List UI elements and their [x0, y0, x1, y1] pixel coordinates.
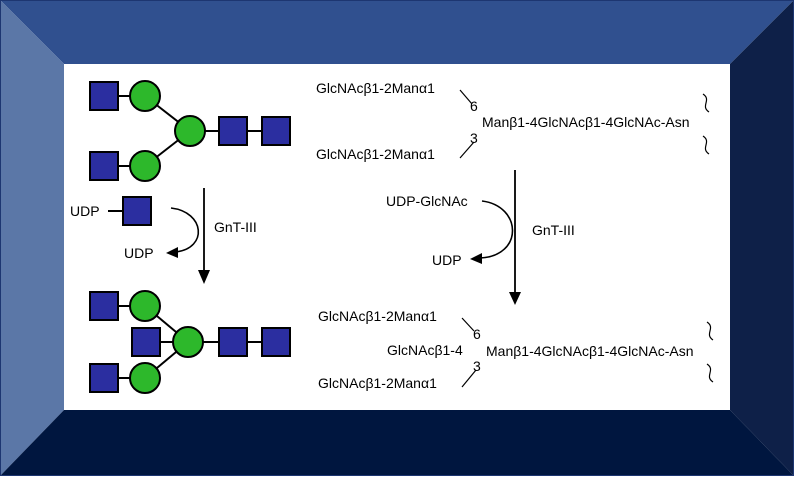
donor-label: UDP-GlcNAc: [386, 193, 468, 209]
arrowhead: [470, 253, 482, 264]
glcnac-square: [89, 363, 119, 393]
udp-donor-label: UDP: [70, 203, 100, 219]
glcnac-square: [261, 327, 291, 357]
glcnac-square: [122, 196, 152, 226]
bottom-core-chain: Manβ1-4GlcNAcβ1-4GlcNAc-Asn: [486, 343, 694, 359]
mannose-circle: [129, 362, 161, 394]
curved-arrow: [479, 200, 514, 259]
position-6-label: 6: [470, 98, 478, 114]
glcnac-square: [89, 151, 119, 181]
bottom-glycan-symbols: [89, 290, 291, 394]
position-3-label: 3: [473, 358, 481, 374]
protein-backbone-squiggle: [706, 363, 714, 383]
udp-label: UDP: [432, 252, 462, 268]
frame-right-bevel: [730, 0, 794, 476]
arrowhead: [166, 247, 178, 258]
glcnac-square: [89, 291, 119, 321]
glcnac-square: [261, 116, 291, 146]
udp-product-label: UDP: [124, 245, 154, 261]
frame-top-bevel: [0, 0, 794, 64]
linkage-line: [459, 141, 475, 159]
mannose-circle: [172, 326, 204, 358]
bottom-branch-upper: GlcNAcβ1-2Manα1: [318, 308, 437, 324]
bottom-bisect: GlcNAcβ1-4: [387, 342, 463, 358]
protein-backbone-squiggle: [702, 93, 710, 113]
mannose-circle: [129, 290, 161, 322]
mannose-circle: [174, 115, 206, 147]
bisecting-glcnac-square: [131, 327, 161, 357]
mannose-circle: [129, 80, 161, 112]
glcnac-square: [218, 116, 248, 146]
frame-left-bevel: [0, 0, 64, 476]
glcnac-square: [218, 327, 248, 357]
enzyme-label: GnT-III: [214, 219, 257, 235]
linkage-line: [461, 369, 477, 388]
bottom-branch-lower: GlcNAcβ1-2Manα1: [318, 375, 437, 391]
top-branch-lower: GlcNAcβ1-2Manα1: [316, 146, 435, 162]
mannose-circle: [129, 150, 161, 182]
enzyme-label: GnT-III: [532, 222, 575, 238]
frame-bottom-bevel: [0, 410, 794, 476]
curved-arrow: [170, 207, 200, 253]
top-glycan-symbols: [89, 80, 291, 182]
linkage-line: [461, 317, 475, 332]
top-core-chain: Manβ1-4GlcNAcβ1-4GlcNAc-Asn: [482, 114, 690, 130]
protein-backbone-squiggle: [702, 135, 710, 155]
top-branch-upper: GlcNAcβ1-2Manα1: [316, 80, 435, 96]
arrowhead: [198, 270, 210, 284]
linkage-line: [459, 89, 473, 105]
glcnac-square: [89, 81, 119, 111]
position-3-label: 3: [470, 130, 478, 146]
arrowhead: [509, 292, 521, 305]
position-6-label: 6: [473, 326, 481, 342]
protein-backbone-squiggle: [706, 321, 714, 341]
